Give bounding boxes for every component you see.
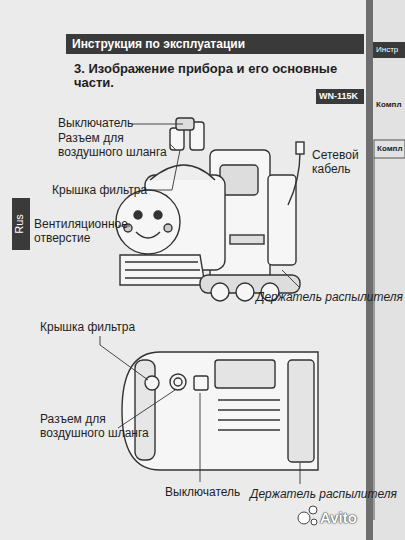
spine [366,0,373,540]
watermark-logo [298,506,317,525]
model-number: WN-115K [319,91,358,102]
header-bar [66,34,364,54]
next-page-heading: Компл [376,100,402,110]
part-label: Крышка фильтра [40,320,135,334]
next-table [374,140,405,158]
header-text: Инструкция по эксплуатации [72,37,245,51]
next-page-table-head: Компл [377,144,403,154]
part-label: Разъем для воздушного шланга [40,412,152,440]
part-label: Держатель распылителя [250,487,397,501]
part-label: Выключатель [165,485,240,499]
watermark: Avito [320,509,357,526]
next-page [373,0,405,540]
section-title: 3. Изображение прибора и его основные ча… [74,62,359,90]
model-tab [316,89,364,104]
part-label: Сетевой кабель [312,148,362,176]
next-header-bar [373,42,405,58]
language-tab-text: Rus [12,214,26,234]
language-tab [12,198,30,250]
part-label: Выключатель [58,116,133,130]
next-page-header: Инстр [376,45,398,55]
next-table-line [374,158,375,520]
device-top-view [122,352,318,470]
part-label: Вентиляционное отверстие [18,217,134,245]
part-label: Держатель распылителя [256,290,403,304]
page [0,0,366,540]
part-label: Разъем для воздушного шланга [58,131,170,159]
part-label: Крышка фильтра [52,183,147,197]
